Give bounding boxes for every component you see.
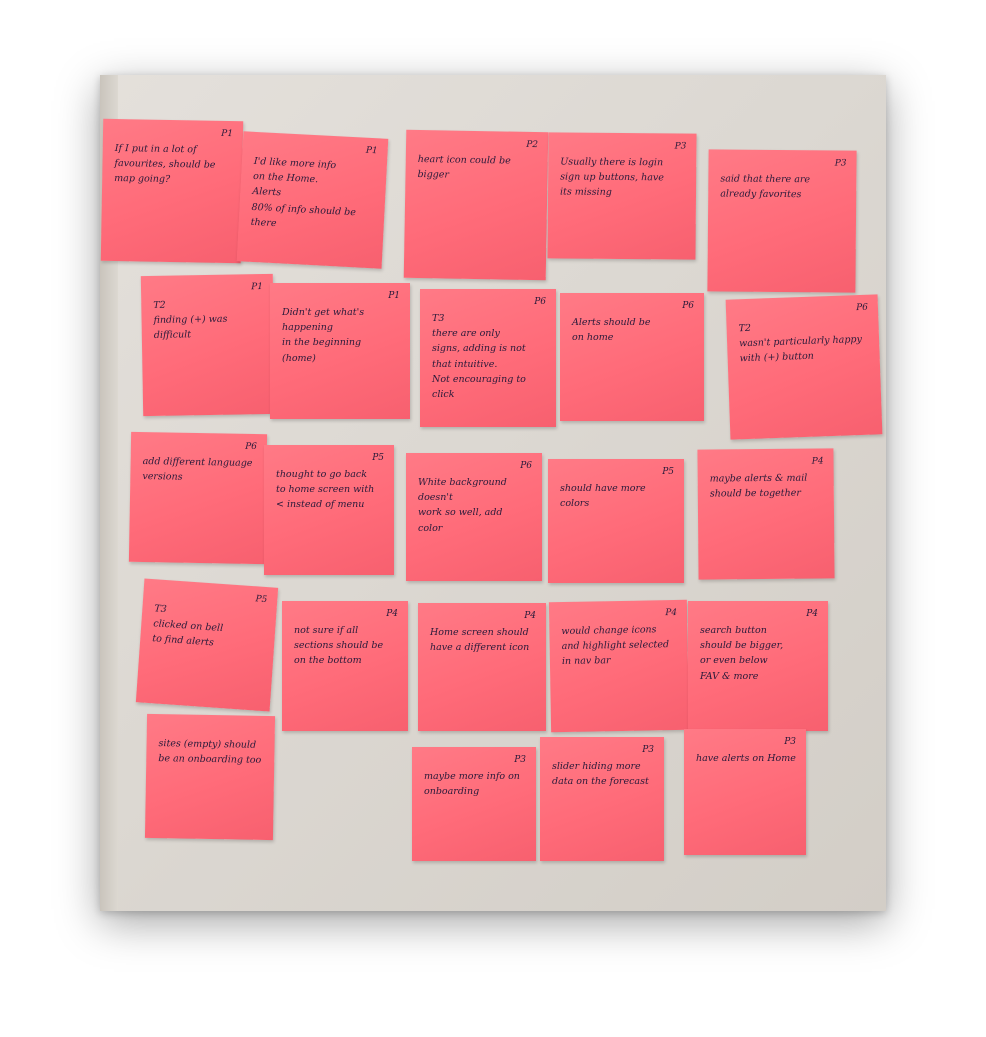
- note-participant-tag: P4: [665, 607, 678, 619]
- note-text: I'd like more info on the Home. Alerts 8…: [250, 155, 357, 229]
- sticky-note: P6 add different language versions: [128, 431, 268, 565]
- note-text: add different language versions: [142, 456, 253, 483]
- note-participant-tag: P4: [811, 456, 824, 467]
- sticky-note: P6 Alerts should be on home: [560, 293, 704, 421]
- note-text: T2 finding (+) was difficult: [153, 299, 228, 342]
- note-participant-tag: P5: [255, 594, 268, 606]
- sticky-note: P1 I'd like more info on the Home. Alert…: [236, 131, 389, 269]
- sticky-note: P5 should have more colors: [548, 459, 684, 583]
- photo-wall: P1 If I put in a lot of favourites, shou…: [100, 75, 886, 911]
- note-text: Home screen should have a different icon: [430, 627, 530, 654]
- note-participant-tag: P4: [386, 609, 398, 619]
- note-participant-tag: P3: [514, 755, 526, 765]
- sticky-note: P3 maybe more info on onboarding: [412, 747, 536, 861]
- note-text: have alerts on Home: [696, 753, 796, 764]
- note-participant-tag: P6: [534, 297, 546, 307]
- note-text: slider hiding more data on the forecast: [552, 761, 649, 788]
- sticky-note: P3 slider hiding more data on the foreca…: [540, 737, 664, 861]
- note-text: White background doesn't work so well, a…: [418, 477, 507, 534]
- sticky-note: sites (empty) should be an onboarding to…: [144, 713, 276, 841]
- sticky-note: P6 T3 there are only signs, adding is no…: [420, 289, 556, 427]
- note-participant-tag: P3: [642, 745, 654, 755]
- note-text: search button should be bigger, or even …: [700, 625, 784, 682]
- note-text: Alerts should be on home: [572, 317, 651, 344]
- sticky-note: P3 have alerts on Home: [684, 729, 806, 855]
- note-participant-tag: P6: [682, 301, 694, 311]
- note-text: T3 there are only signs, adding is not t…: [432, 313, 526, 400]
- sticky-note: P4 maybe alerts & mail should be togethe…: [697, 448, 835, 580]
- sticky-note: P5 thought to go back to home screen wit…: [264, 445, 394, 575]
- note-text: T2 wasn't particularly happy with (+) bu…: [738, 322, 863, 365]
- sticky-note: P4 search button should be bigger, or ev…: [688, 601, 828, 731]
- note-text: said that there are already favorites: [720, 173, 811, 201]
- note-text: thought to go back to home screen with <…: [276, 469, 375, 511]
- sticky-note: P6 White background doesn't work so well…: [406, 453, 542, 581]
- note-participant-tag: P2: [526, 139, 539, 151]
- note-participant-tag: P1: [221, 128, 234, 140]
- note-text: maybe alerts & mail should be together: [709, 472, 808, 500]
- sticky-note: P4 not sure if all sections should be on…: [282, 601, 408, 731]
- note-participant-tag: P6: [520, 461, 532, 471]
- sticky-note: P6 T2 wasn't particularly happy with (+)…: [725, 294, 883, 440]
- sticky-note: P4 Home screen should have a different i…: [418, 603, 546, 731]
- note-participant-tag: P3: [834, 158, 847, 169]
- note-text: T3 clicked on bell to find alerts: [151, 603, 224, 649]
- sticky-note: P3 Usually there is login sign up button…: [547, 132, 697, 260]
- note-text: heart icon could be bigger: [417, 153, 511, 181]
- note-participant-tag: P5: [662, 467, 674, 477]
- note-text: If I put in a lot of favourites, should …: [114, 142, 216, 186]
- note-text: sites (empty) should be an onboarding to…: [158, 738, 262, 767]
- note-text: should have more colors: [560, 483, 646, 510]
- note-participant-tag: P5: [372, 453, 384, 463]
- note-text: Usually there is login sign up buttons, …: [559, 156, 664, 199]
- note-participant-tag: P6: [856, 302, 869, 314]
- note-participant-tag: P6: [245, 441, 257, 453]
- sticky-note: P1 If I put in a lot of favourites, shou…: [100, 118, 244, 264]
- note-participant-tag: P3: [674, 141, 687, 152]
- sticky-note: P2 heart icon could be bigger: [403, 129, 549, 281]
- sticky-note: P5 T3 clicked on bell to find alerts: [135, 578, 279, 712]
- note-participant-tag: P1: [251, 282, 264, 293]
- sticky-note: P3 said that there are already favorites: [707, 149, 857, 293]
- note-text: maybe more info on onboarding: [424, 771, 520, 798]
- note-text: would change icons and highlight selecte…: [561, 624, 670, 668]
- note-participant-tag: P1: [365, 145, 378, 157]
- note-participant-tag: P4: [524, 611, 536, 621]
- note-text: Didn't get what's happening in the begin…: [282, 307, 365, 364]
- sticky-note: P4 would change icons and highlight sele…: [548, 599, 690, 733]
- note-participant-tag: P1: [388, 291, 400, 301]
- sticky-note: P1 T2 finding (+) was difficult: [140, 273, 276, 417]
- note-participant-tag: P4: [806, 609, 818, 619]
- note-text: not sure if all sections should be on th…: [294, 625, 384, 667]
- note-participant-tag: P3: [784, 737, 796, 747]
- sticky-note: P1 Didn't get what's happening in the be…: [270, 283, 410, 419]
